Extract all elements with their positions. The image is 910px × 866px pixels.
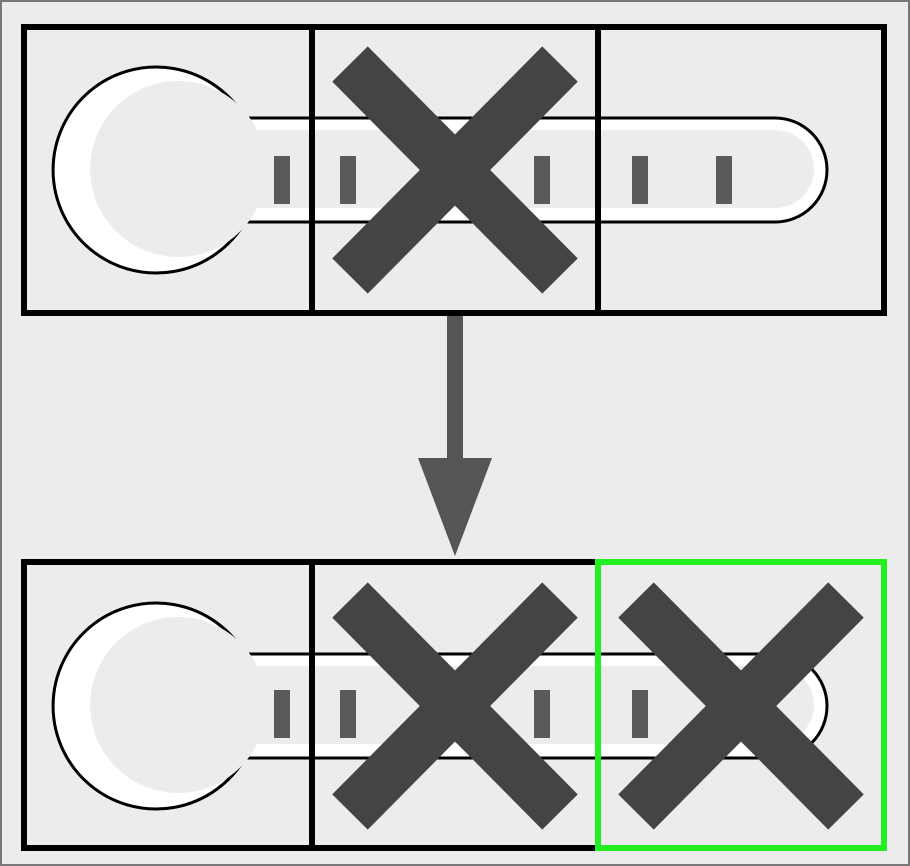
cross-mark-icon bbox=[618, 582, 864, 830]
highlighted-cell-3 bbox=[595, 559, 887, 851]
tick-mark bbox=[716, 156, 732, 204]
tick-mark bbox=[274, 156, 290, 204]
tick-mark bbox=[274, 690, 290, 738]
cross-mark-icon bbox=[332, 582, 578, 830]
tick-mark bbox=[632, 156, 648, 204]
down-arrow-icon bbox=[418, 316, 492, 556]
panel-after bbox=[21, 559, 887, 851]
panel-before bbox=[21, 24, 887, 316]
tick-mark bbox=[534, 690, 550, 738]
tick-mark bbox=[340, 156, 356, 204]
grid-cells bbox=[21, 24, 887, 316]
tick-mark bbox=[632, 690, 648, 738]
cross-mark-icon bbox=[332, 46, 578, 294]
tick-mark bbox=[340, 690, 356, 738]
grid-cell-3 bbox=[595, 24, 887, 316]
tick-mark bbox=[534, 156, 550, 204]
